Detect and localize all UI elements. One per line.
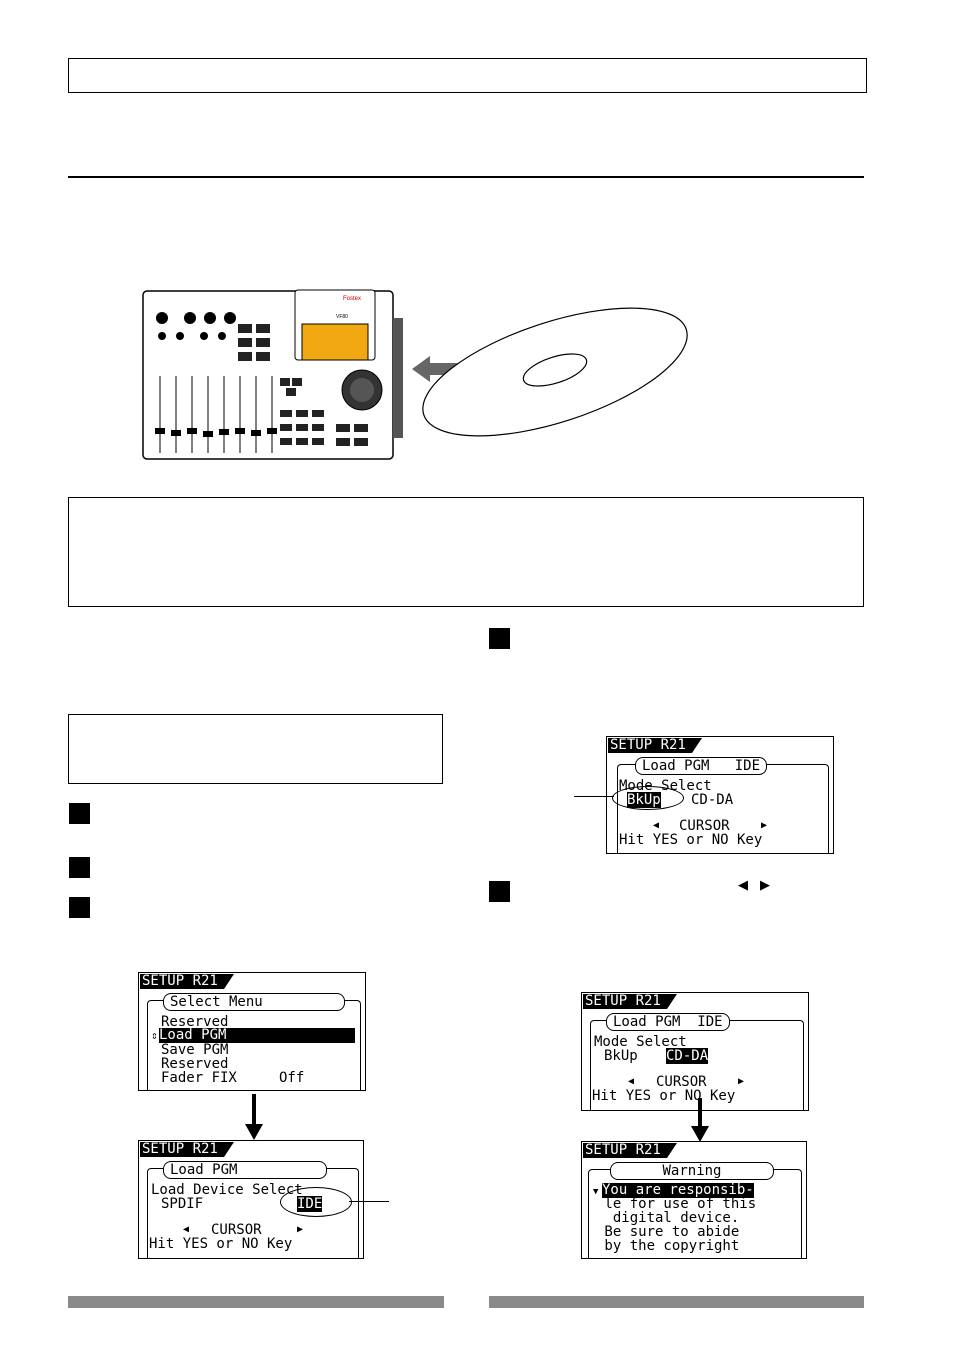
lcd-menu-item: Fader FIX Off: [161, 1070, 305, 1086]
lcd-header: SETUP R21: [583, 1143, 677, 1158]
lcd-menu-item: Reserved: [161, 1014, 229, 1030]
lcd-line: Load Device Select: [151, 1182, 303, 1198]
lcd-footer: Hit YES or NO Key: [619, 832, 763, 848]
lcd-header: SETUP R21: [140, 974, 234, 989]
lcd-updown-icon: ⇕: [151, 1029, 158, 1042]
step-marker: [69, 897, 90, 918]
lcd-cursor-left-icon: ◀: [628, 1076, 635, 1087]
step-marker: [489, 881, 510, 902]
lcd-menu-item-selected: Load PGM: [159, 1028, 355, 1043]
lcd-warning-line-selected: You are responsib-: [602, 1182, 754, 1198]
lcd-cursor-label: CURSOR: [211, 1222, 262, 1238]
step-marker: [489, 628, 510, 649]
brand-label: Fostex: [343, 296, 361, 302]
lcd-down-icon: ▼: [593, 1187, 599, 1197]
lcd-menu-item: Reserved: [161, 1056, 229, 1072]
section-rule: [68, 176, 864, 178]
lcd-header: SETUP R21: [140, 1142, 234, 1157]
highlight-oval: [612, 786, 684, 810]
lcd-cursor-right-icon: ▶: [738, 1076, 745, 1087]
model-label: VF80: [336, 314, 348, 320]
lcd-line: SPDIF: [161, 1196, 204, 1212]
lcd-warning-line: digital device.: [596, 1210, 740, 1226]
cursor-right-icon: ▶: [760, 878, 770, 893]
down-arrow-icon: [245, 1094, 263, 1140]
lcd-menu-item: Save PGM: [161, 1042, 229, 1058]
down-arrow-icon: [691, 1098, 709, 1142]
cd-disc-icon: [422, 307, 688, 437]
lcd-mode-select-cdda: SETUP R21 Load PGM IDE Mode Select BkUp …: [581, 992, 809, 1111]
lcd-tab: Select Menu: [163, 993, 345, 1011]
step-marker: [69, 857, 90, 878]
callout-line: [349, 1201, 389, 1202]
lcd-footer: Hit YES or NO Key: [592, 1088, 736, 1104]
left-info-box: [68, 714, 443, 784]
lcd-tab: Load PGM IDE: [635, 757, 768, 775]
footer-bar-left: [68, 1296, 444, 1308]
lcd-header: SETUP R21: [608, 738, 702, 753]
footer-bar-right: [489, 1296, 864, 1308]
lcd-tab: Load PGM: [163, 1161, 327, 1179]
insert-arrow-icon: [412, 356, 458, 382]
lcd-cursor-right-icon: ▶: [761, 820, 768, 831]
callout-line: [574, 796, 614, 797]
lcd-tab: Warning: [610, 1162, 774, 1180]
lcd-warning-line: by the copyright: [596, 1238, 740, 1254]
lcd-cursor-right-icon: ▶: [297, 1224, 304, 1235]
highlight-oval: [280, 1187, 352, 1217]
lcd-option-cdda: CD-DA: [691, 792, 734, 808]
lcd-tab: Load PGM IDE: [606, 1013, 730, 1031]
lcd-warning-line: Be sure to abide: [596, 1224, 740, 1240]
lcd-cursor-label: CURSOR: [656, 1074, 707, 1090]
lcd-select-menu: SETUP R21 Select Menu Reserved ⇕ Load PG…: [138, 972, 366, 1091]
lcd-cursor-left-icon: ◀: [653, 820, 660, 831]
lcd-header: SETUP R21: [583, 994, 677, 1009]
recorder-illustration: Fostex VF80: [142, 289, 403, 460]
notice-box: [68, 497, 864, 607]
lcd-option-bkup: BkUp: [604, 1048, 638, 1064]
cursor-left-icon: ◀: [738, 878, 748, 893]
lcd-line: Mode Select: [594, 1034, 687, 1050]
lcd-warning-line: le for use of this: [596, 1196, 757, 1212]
header-box: [68, 58, 867, 93]
step-marker: [69, 803, 90, 824]
lcd-option-cdda: CD-DA: [666, 1048, 709, 1064]
lcd-warning: SETUP R21 Warning ▼ You are responsib- l…: [581, 1141, 807, 1259]
lcd-cursor-left-icon: ◀: [183, 1224, 190, 1235]
lcd-cursor-label: CURSOR: [679, 818, 730, 834]
lcd-footer: Hit YES or NO Key: [149, 1236, 293, 1252]
